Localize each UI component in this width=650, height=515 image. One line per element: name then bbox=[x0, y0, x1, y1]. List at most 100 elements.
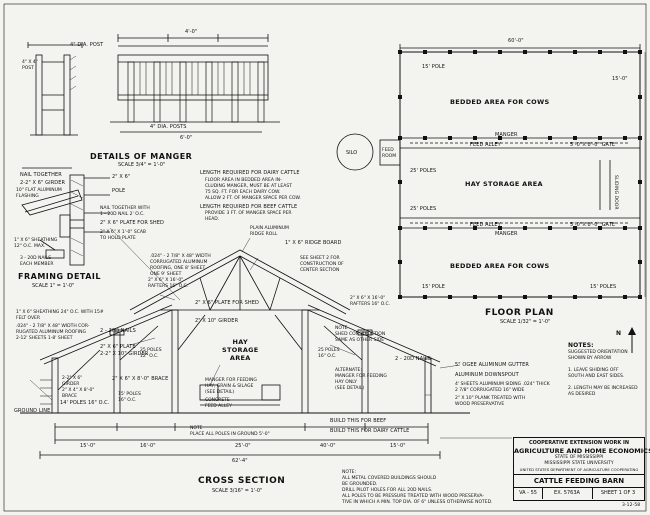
brace-label: 2" X 6" X 8'-0" BRACE bbox=[112, 376, 169, 382]
ridge-roll-label: PLAIN ALUMINUM RIDGE ROLL bbox=[250, 226, 289, 237]
poles-25-label: 25' POLES bbox=[410, 168, 437, 174]
gate-bottom: 5'-0"x 8'-0" GATE bbox=[570, 222, 616, 228]
feed-alley-bottom: FEED ALLEY bbox=[470, 222, 501, 228]
poles-14-label: 14' POLES 16" O.C. bbox=[60, 400, 110, 406]
ridge-board-label: 1" X 6" RIDGE BOARD bbox=[285, 240, 342, 246]
plan-dim-right: 15'-0" bbox=[612, 76, 628, 82]
date-stamp: 3-12-58 bbox=[622, 503, 641, 508]
title-block-line4: MISSISSIPPI STATE UNIVERSITY bbox=[544, 461, 614, 466]
floor-plan-heading: FLOOR PLAN bbox=[485, 308, 554, 318]
plan-pole-15c: 15' POLES bbox=[590, 284, 617, 290]
plan-dim-top: 60'-0" bbox=[508, 38, 524, 44]
title-block-line5: UNITED STATES DEPARTMENT OF AGRICULTURE … bbox=[519, 467, 639, 472]
rafters-left-label: 2" X 6" X 16'-0" RAFTERS 16" O.C. bbox=[148, 278, 189, 289]
cross-section-heading: CROSS SECTION bbox=[198, 476, 286, 486]
dia-post-label: 4" DIA. POST bbox=[70, 42, 104, 48]
plate-shed-label: 2" X 6" PLATE FOR SHED bbox=[195, 300, 259, 306]
gate-top: 5'-0"x 8'-0" GATE bbox=[570, 142, 616, 148]
sliding-door-label: SLIDING DOOR bbox=[613, 175, 618, 210]
length-beef-body: PROVIDE 3 FT. OF MANGER SPACE PER HEAD. bbox=[205, 211, 292, 222]
silo-label: SILO bbox=[346, 150, 358, 156]
left-roofing-label: .024" - 2 7/8" X 48" WIDTH COR- RUGATED … bbox=[16, 324, 90, 341]
girder-2x6-label: 2-2" X 6" GIRDER bbox=[62, 376, 83, 387]
sheet-number: SHEET 1 OF 3 bbox=[600, 490, 636, 496]
title-block: COOPERATIVE EXTENSION WORK IN AGRICULTUR… bbox=[513, 437, 650, 501]
manger-dim-top: 4'-0" bbox=[185, 29, 198, 35]
manger-dim-mid: 6'-0" bbox=[180, 135, 193, 141]
bedded-area-bottom: BEDDED AREA FOR COWS bbox=[450, 262, 550, 270]
poles-25b-label: 25' POLES bbox=[410, 206, 437, 212]
plan-pole-15b: 15' POLE bbox=[422, 284, 446, 290]
rafters-right-label: 2" X 6" X 16'-0" RAFTERS 16" O.C. bbox=[350, 296, 391, 307]
drawing-title: CATTLE FEEDING BARN bbox=[514, 474, 644, 488]
plate-label: 2" X 6" PLATE bbox=[100, 344, 136, 350]
flashing-label: 10" FLAT ALUMINUM FLASHING bbox=[16, 188, 62, 199]
build-beef-label: BUILD THIS FOR BEEF bbox=[330, 418, 387, 424]
nails-right-label: 2 - 20d NAILS bbox=[395, 356, 431, 362]
brace-2x4-label: 2" X 4" X 8'-0" BRACE bbox=[62, 388, 95, 399]
dim-40: 40'-0" bbox=[320, 443, 336, 449]
nails-left-label: 2 - 20d NAILS bbox=[100, 328, 136, 334]
dim-overall: 62'-4" bbox=[232, 458, 248, 464]
title-block-line3: STATE OF MISSISSIPPI bbox=[554, 455, 604, 460]
sheathing-felt-label: 1" X 6" SHEATHING 24" O.C. WITH 15# FELT… bbox=[16, 310, 104, 321]
scab-label: 2" X 6" X 1'-0" SCAB TO HOLD PLATE bbox=[100, 230, 147, 241]
siding-label: 4' SHEETS ALUMINUM SIDING .024" THICK 2 … bbox=[455, 382, 550, 393]
length-dairy-heading: LENGTH REQUIRED FOR DAIRY CATTLE bbox=[200, 170, 300, 176]
manger-feeding-label: MANGER FOR FEEDING HAY, GRAIN & SILAGE (… bbox=[205, 378, 257, 395]
details-of-manger-scale: SCALE 3/4" = 1'-0" bbox=[118, 162, 166, 168]
dia-posts-label: 4" DIA. POSTS bbox=[150, 124, 187, 130]
pole-label: POLE bbox=[112, 188, 126, 194]
framing-detail-heading: FRAMING DETAIL bbox=[18, 272, 102, 281]
note-shed-label: NOTE SHED CONSTRUCTION SAME AS OTHER SID… bbox=[335, 326, 386, 343]
details-of-manger-heading: DETAILS OF MANGER bbox=[90, 152, 193, 161]
drawing-code: VA - 55 bbox=[514, 488, 543, 499]
girder-center-label: 2" X 10" GIRDER bbox=[195, 318, 239, 324]
nails-label: 3 - 20d NAILS EACH MEMBER bbox=[20, 256, 54, 267]
concrete-feed-label: CONCRETE FEED ALLEY bbox=[205, 398, 232, 409]
cross-section-scale: SCALE 3/16" = 1'-0" bbox=[212, 488, 263, 494]
build-dairy-label: BUILD THIS FOR DAIRY CATTLE bbox=[330, 428, 410, 434]
hay-storage-plan: HAY STORAGE AREA bbox=[465, 180, 543, 188]
manger-top-label: MANGER bbox=[495, 132, 518, 138]
manger-bottom-label: MANGER bbox=[495, 231, 518, 237]
ground-line-label: GROUND LINE bbox=[14, 408, 51, 414]
title-block-line1: COOPERATIVE EXTENSION WORK IN bbox=[528, 440, 630, 446]
see-sheet-label: SEE SHEET 2 FOR CONSTRUCTION OF CENTER S… bbox=[300, 256, 344, 273]
hay-storage-section: HAY STORAGE AREA bbox=[222, 338, 259, 362]
girder-section-label: 2-2" X 10" GIRDER bbox=[100, 351, 149, 357]
plan-pole-15: 15' POLE bbox=[422, 64, 446, 70]
gutter-label: 5" OGEE ALUMINUM GUTTER bbox=[455, 362, 529, 368]
floor-plan-scale: SCALE 1/32" = 1'-0" bbox=[500, 319, 551, 325]
notes-body: SUGGESTED ORIENTATION SHOWN BY ARROW 1. … bbox=[568, 350, 638, 397]
girder-label: 2-2" X 6" GIRDER bbox=[20, 180, 66, 186]
sheathing-label: 1" X 6" SHEATHING 12" O.C. MAX. bbox=[14, 238, 58, 249]
poles-right-label: 25 POLES 16" O.C. bbox=[318, 348, 340, 359]
notes-title: NOTES: bbox=[568, 342, 594, 349]
length-dairy-body: FLOOR AREA IN BEDDED AREA IN- CLUDING MA… bbox=[205, 178, 301, 201]
nail-together-2-label: NAIL TOGETHER WITH 1 - 20d NAIL 2' O.C. bbox=[100, 206, 150, 217]
north-arrow-icon bbox=[628, 327, 636, 353]
north-label: N bbox=[616, 330, 622, 337]
bedded-area-top: BEDDED AREA FOR COWS bbox=[450, 98, 550, 106]
feed-alley-top: FEED ALLEY bbox=[470, 142, 501, 148]
note-poles-label: NOTE PLACE ALL POLES IN GROUND 5'-0" bbox=[190, 426, 270, 437]
nail-together-label: NAIL TOGETHER bbox=[20, 172, 62, 178]
poles-15-label: 15' POLES 16" O.C. bbox=[118, 392, 141, 403]
post-label: 4" X 4" POST bbox=[22, 60, 38, 71]
framing-detail-scale: SCALE 1" = 1'-0" bbox=[32, 283, 75, 289]
feed-room-label: FEED ROOM bbox=[382, 148, 397, 159]
poles-left-label: 25 POLES 12" O.C. bbox=[140, 348, 162, 359]
dim-15b: 15'-0" bbox=[390, 443, 406, 449]
length-beef-heading: LENGTH REQUIRED FOR BEEF CATTLE bbox=[200, 204, 298, 210]
alternate-label: ALTERNATE: MANGER FOR FEEDING HAY ONLY (… bbox=[335, 368, 387, 391]
title-block-line2: AGRICULTURE AND HOME ECONOMICS bbox=[514, 447, 650, 455]
dim-15a: 15'-0" bbox=[80, 443, 96, 449]
shed-plate-label: 2" X 6" PLATE FOR SHED bbox=[100, 220, 164, 226]
drawing-ex-number: EX. 5763A bbox=[542, 488, 593, 499]
dim-16: 16'-0" bbox=[140, 443, 156, 449]
dim-25: 25'-0" bbox=[235, 443, 251, 449]
general-notes: NOTE: ALL METAL COVERED BUILDINGS SHOULD… bbox=[342, 470, 493, 505]
